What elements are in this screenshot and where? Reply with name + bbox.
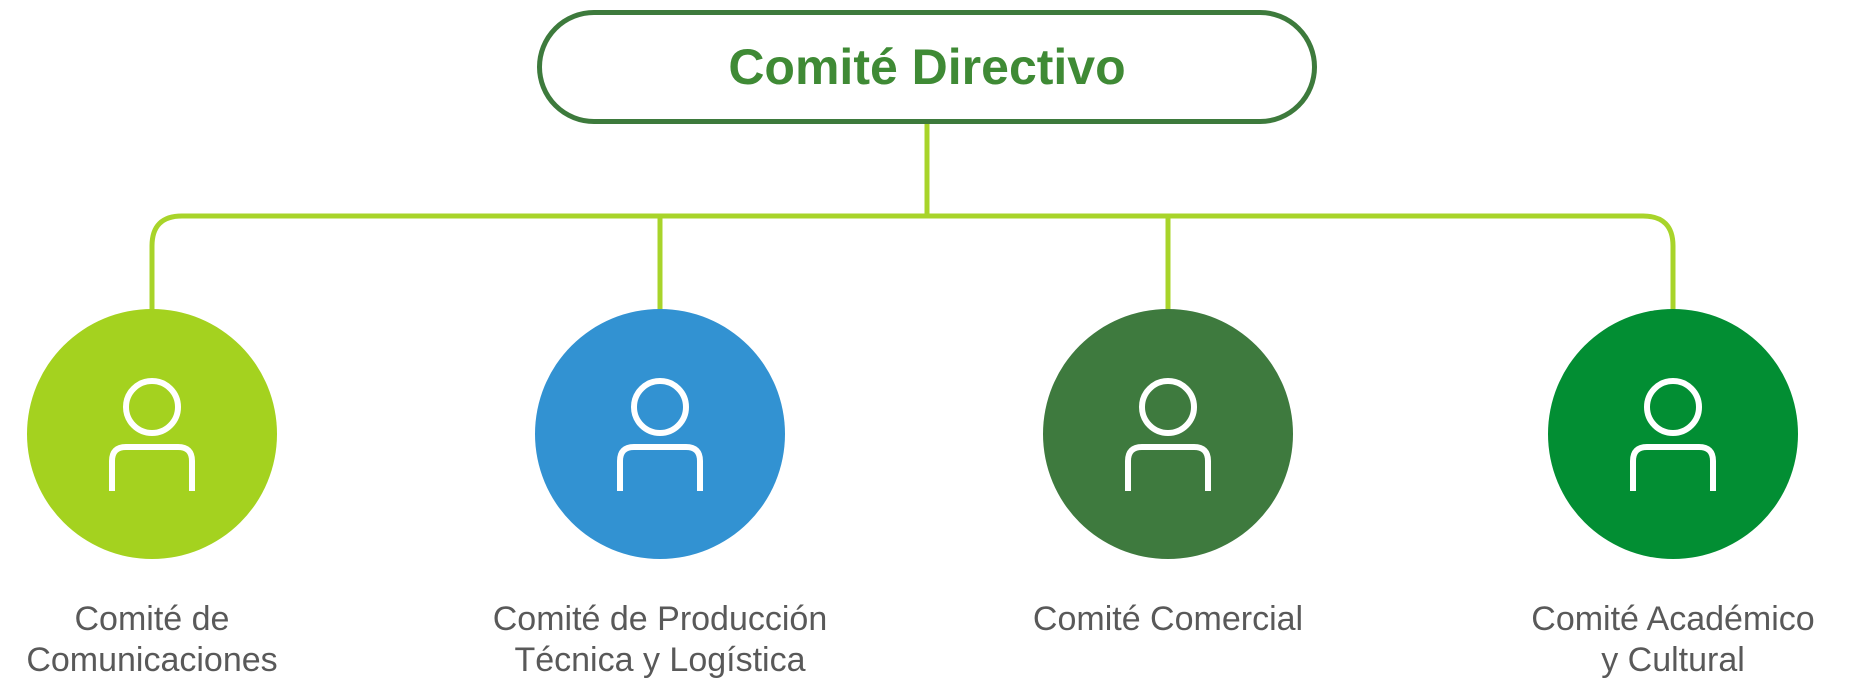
person-icon [615, 377, 705, 491]
top-committee-box: Comité Directivo [537, 10, 1317, 124]
member-label: Comité Comercial [1032, 600, 1304, 638]
member-comunicaciones: Comité de Comunicaciones [0, 309, 342, 681]
member-circle [535, 309, 785, 559]
member-circle [1043, 309, 1293, 559]
top-committee-title: Comité Directivo [728, 39, 1126, 95]
member-academico: Comité Académico y Cultural [1483, 309, 1850, 681]
member-label: Comité Académico y Cultural [1531, 600, 1815, 679]
person-icon [107, 377, 197, 491]
member-label: Comité de Comunicaciones [26, 600, 278, 679]
member-circle [27, 309, 277, 559]
person-icon [1628, 377, 1718, 491]
member-produccion: Comité de Producción Técnica y Logística [470, 309, 850, 681]
member-label: Comité de Producción Técnica y Logística [492, 600, 828, 679]
member-comercial: Comité Comercial [978, 309, 1358, 640]
person-icon [1123, 377, 1213, 491]
connector-horizontal-bar [149, 213, 1676, 310]
member-circle [1548, 309, 1798, 559]
